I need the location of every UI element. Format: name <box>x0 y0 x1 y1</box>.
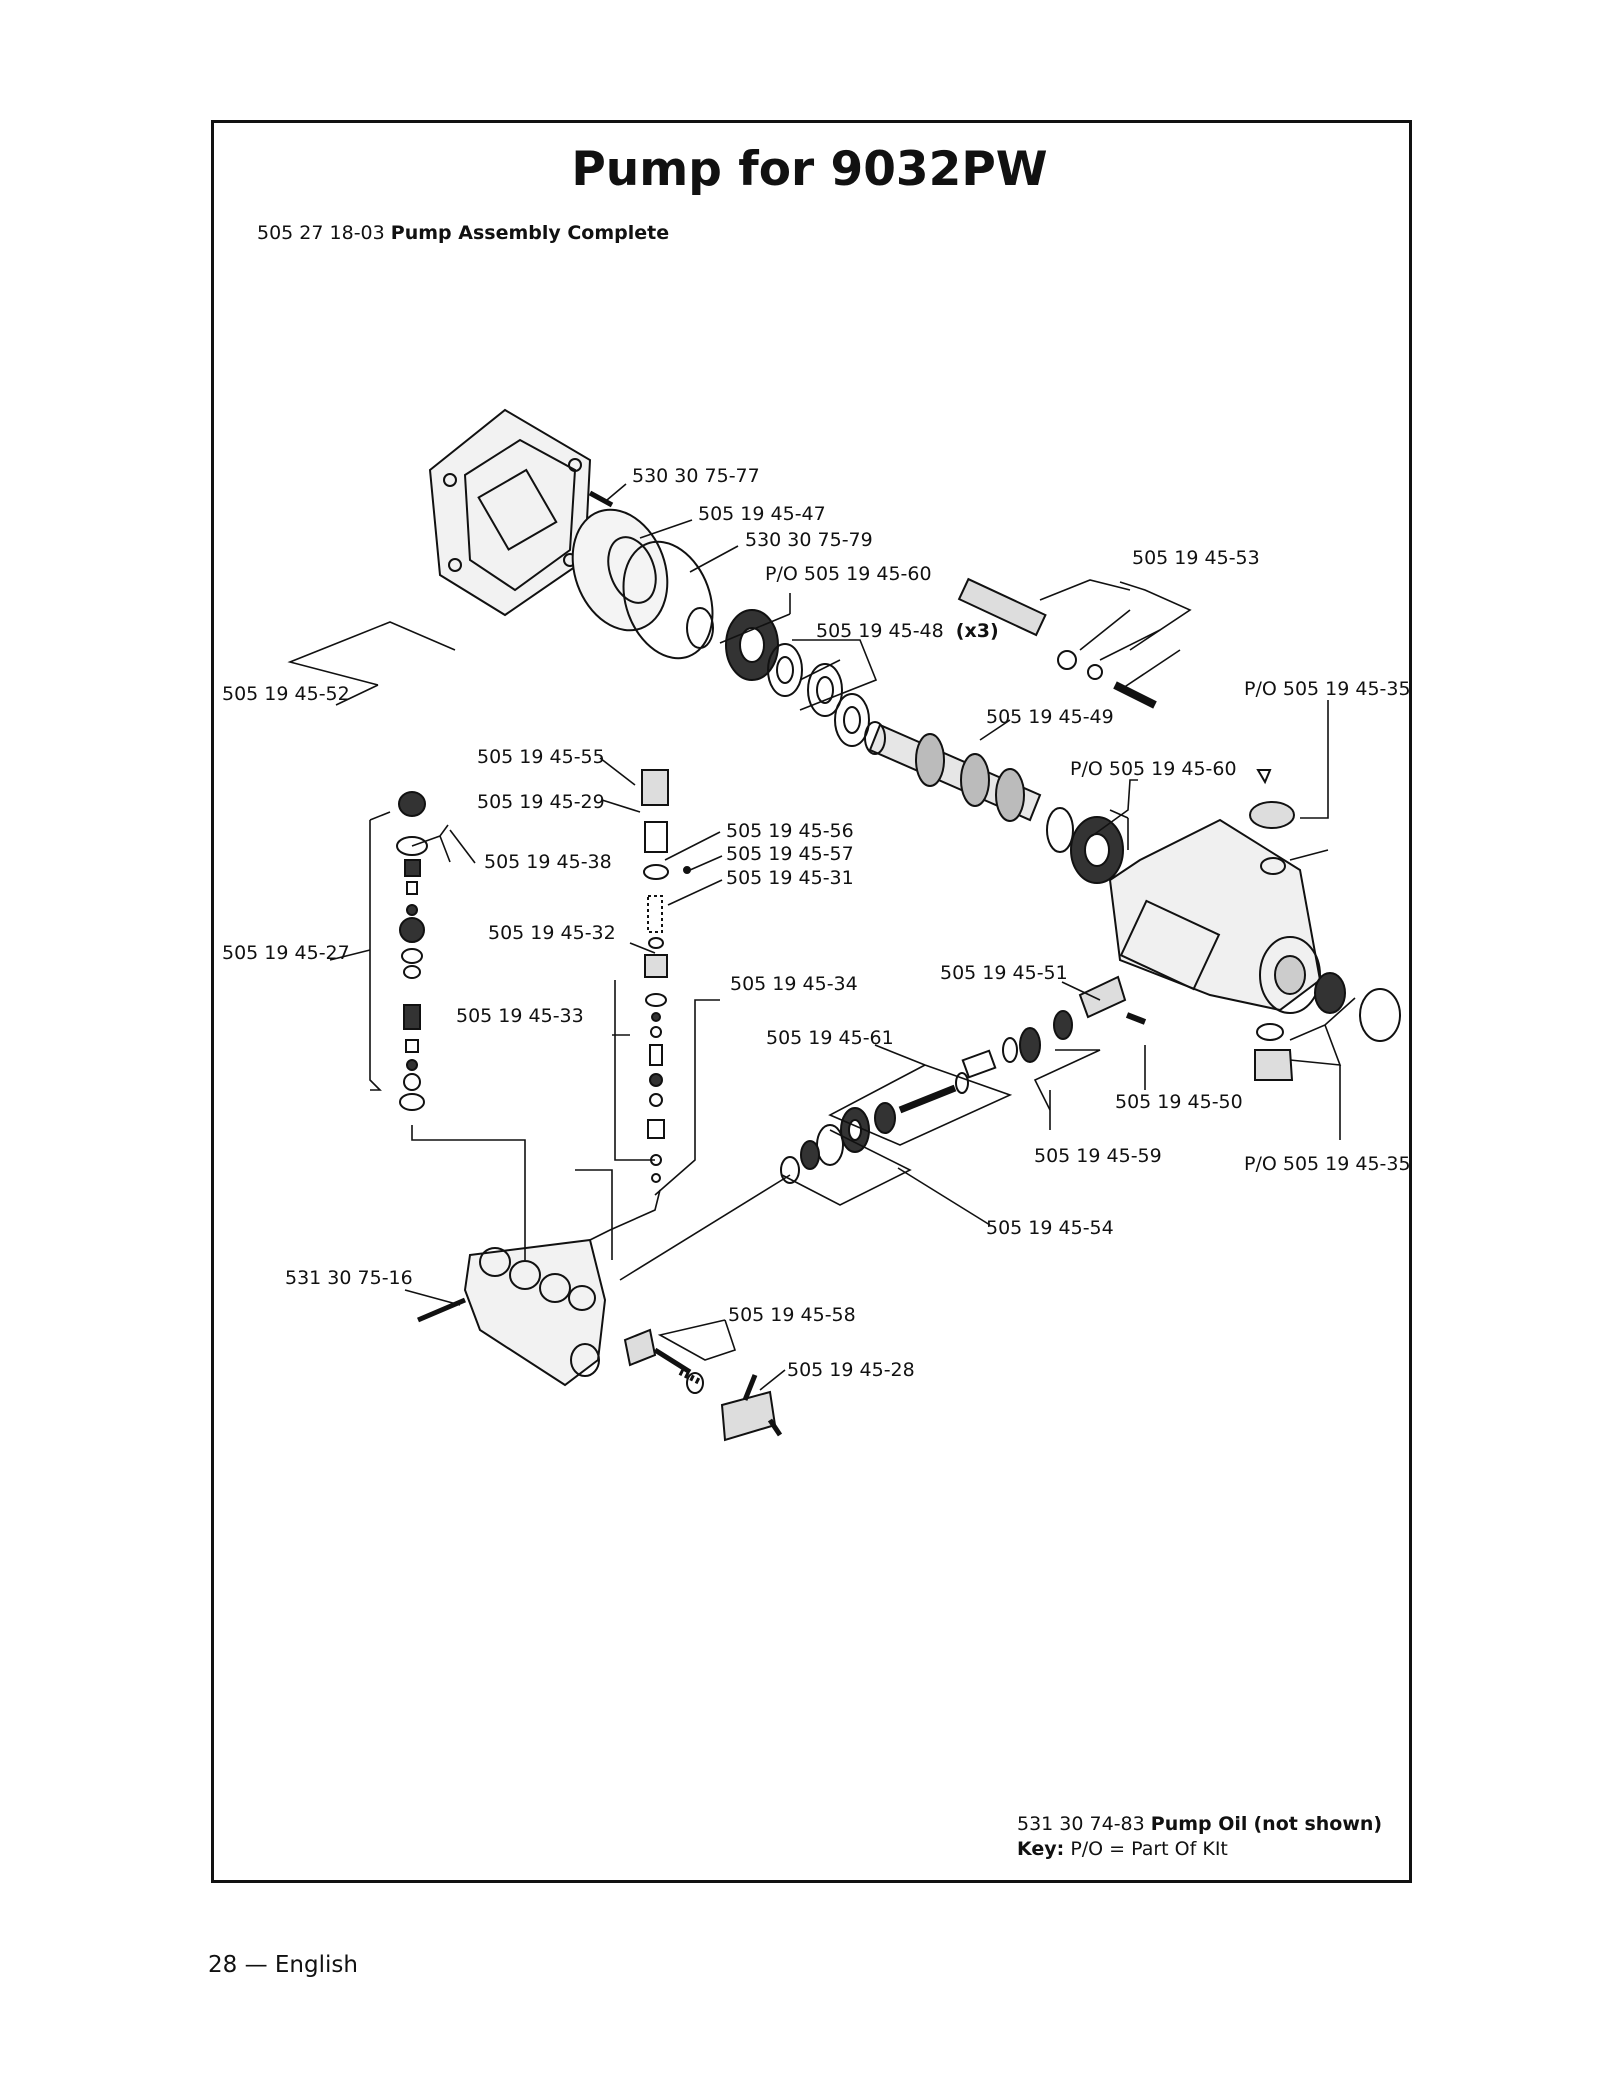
callout-530-30-75-77: 530 30 75-77 <box>632 465 760 487</box>
leader-lines <box>287 483 1356 1391</box>
manifold-head <box>417 1238 607 1387</box>
drain-plug-and-seal <box>1254 972 1401 1081</box>
callout-505-19-45-47: 505 19 45-47 <box>698 503 826 525</box>
callout-505-19-45-56: 505 19 45-56 <box>726 820 854 842</box>
plunger-guide <box>1002 975 1147 1063</box>
connecting-rods <box>767 643 870 747</box>
callout-505-19-45-29: 505 19 45-29 <box>477 791 605 813</box>
key-text: P/O = Part Of KIt <box>1070 1838 1228 1860</box>
callout-505-19-45-32: 505 19 45-32 <box>488 922 616 944</box>
screw-part <box>588 490 614 508</box>
callout-505-19-45-54: 505 19 45-54 <box>986 1217 1114 1239</box>
valve-kit-stack <box>396 791 428 1111</box>
callout-505-19-45-52: 505 19 45-52 <box>222 683 350 705</box>
crankcase-cover-plate <box>428 408 592 617</box>
pump-oil-note: (not shown) <box>1253 1813 1383 1835</box>
callout-505-19-45-28: 505 19 45-28 <box>787 1359 915 1381</box>
key-label: Key: <box>1017 1838 1065 1860</box>
assembly-part-number: 505 27 18-03 <box>257 222 385 244</box>
callout-505-19-45-61: 505 19 45-61 <box>766 1027 894 1049</box>
callout-531-30-75-16: 531 30 75-16 <box>285 1267 413 1289</box>
callout-505-19-45-58: 505 19 45-58 <box>728 1304 856 1326</box>
unloader-valve <box>623 1328 704 1394</box>
unloader-valve-stack <box>641 769 691 1183</box>
callout-505-19-45-34: 505 19 45-34 <box>730 973 858 995</box>
callout-505-19-45-48-quantity: (x3) <box>956 620 999 642</box>
callout-po-505-19-45-35-b: P/O 505 19 45-35 <box>1244 1153 1411 1175</box>
oil-breather-cap <box>1249 769 1295 875</box>
page-title: Pump for 9032PW <box>571 142 1048 197</box>
assembly-name: Pump Assembly Complete <box>390 222 670 244</box>
bearing-flange <box>571 508 669 632</box>
packing-seals <box>780 1102 896 1184</box>
callout-505-19-45-48: 505 19 45-48 (x3) <box>816 620 999 642</box>
callout-505-19-45-55: 505 19 45-55 <box>477 746 605 768</box>
crankcase-housing <box>1108 818 1322 1014</box>
callout-505-19-45-50: 505 19 45-50 <box>1115 1091 1243 1113</box>
pump-oil-part-number: 531 30 74-83 <box>1017 1813 1145 1835</box>
callout-505-19-45-27: 505 19 45-27 <box>222 942 350 964</box>
callout-505-19-45-59: 505 19 45-59 <box>1034 1145 1162 1167</box>
pump-oil-line: 531 30 74-83 Pump Oil (not shown) <box>1017 1812 1382 1837</box>
callout-505-19-45-48-number: 505 19 45-48 <box>816 620 944 642</box>
callout-po-505-19-45-35-a: P/O 505 19 45-35 <box>1244 678 1411 700</box>
callout-po-505-19-45-60-a: P/O 505 19 45-60 <box>765 563 932 585</box>
callout-labels: 530 30 75-77 505 19 45-47 530 30 75-79 P… <box>222 465 1411 1381</box>
key-line: Key: P/O = Part Of KIt <box>1017 1837 1382 1862</box>
crankshaft <box>864 721 1042 822</box>
plunger-seal-kit <box>898 1049 997 1114</box>
chemical-injector <box>720 1374 783 1442</box>
callout-530-30-75-79: 530 30 75-79 <box>745 529 873 551</box>
pump-oil-name: Pump Oil <box>1150 1813 1248 1835</box>
callout-505-19-45-49: 505 19 45-49 <box>986 706 1114 728</box>
callout-505-19-45-31: 505 19 45-31 <box>726 867 854 889</box>
callout-505-19-45-57: 505 19 45-57 <box>726 843 854 865</box>
callout-505-19-45-51: 505 19 45-51 <box>940 962 1068 984</box>
page-frame <box>211 120 1412 1883</box>
seal-and-bearing <box>686 607 779 681</box>
assembly-line: 505 27 18-03 Pump Assembly Complete <box>257 222 669 244</box>
o-ring-large <box>622 540 714 660</box>
notes-block: 531 30 74-83 Pump Oil (not shown) Key: P… <box>1017 1812 1382 1862</box>
snap-ring-bearing <box>1046 807 1124 884</box>
callout-po-505-19-45-60-b: P/O 505 19 45-60 <box>1070 758 1237 780</box>
callout-505-19-45-53: 505 19 45-53 <box>1132 547 1260 569</box>
callout-505-19-45-38: 505 19 45-38 <box>484 851 612 873</box>
page-footer: 28 — English <box>208 1952 358 1978</box>
callout-505-19-45-33: 505 19 45-33 <box>456 1005 584 1027</box>
